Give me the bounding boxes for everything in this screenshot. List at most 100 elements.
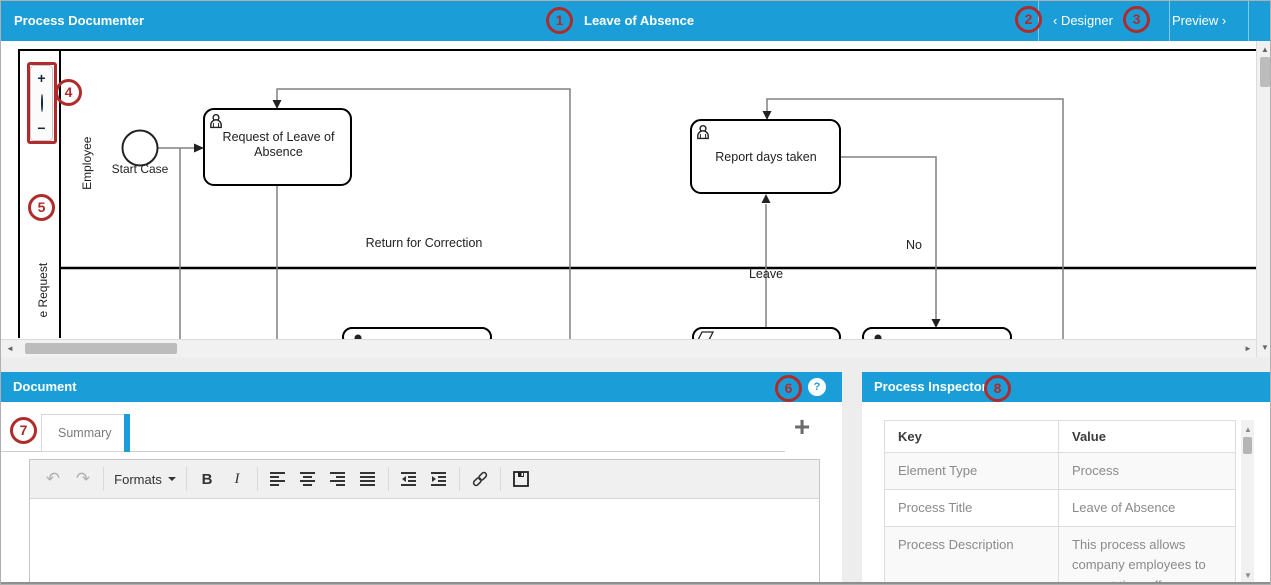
process-title: Leave of Absence	[584, 13, 695, 28]
row-value: Process	[1058, 451, 1236, 491]
canvas-vscrollbar[interactable]: ▲ ▼	[1256, 41, 1270, 357]
inspector-scroll-thumb[interactable]	[1243, 437, 1252, 454]
start-event-label: Start Case	[111, 162, 169, 176]
formats-dropdown[interactable]: Formats	[109, 465, 181, 493]
user-task-icon	[874, 334, 882, 339]
editor-content[interactable]	[30, 499, 819, 583]
align-justify-button[interactable]	[353, 465, 383, 493]
lane-label-employee: Employee	[79, 136, 94, 190]
canvas-hscrollbar[interactable]: ◄ ►	[1, 339, 1256, 357]
top-header-bar: Process Documenter Leave of Absence ‹ De…	[1, 1, 1270, 41]
table-row: Process Title Leave of Absence	[884, 489, 1236, 528]
flow-label-leave: Leave	[748, 267, 784, 281]
partial-task-node[interactable]	[342, 327, 492, 339]
designer-link[interactable]: ‹ Designer	[1053, 13, 1113, 28]
annotation-2: 2	[1015, 6, 1042, 33]
row-value: This process allows company employees to…	[1058, 526, 1236, 584]
arrowhead	[931, 319, 941, 328]
table-header-row: Key Value	[884, 420, 1236, 453]
bpmn-diagram	[18, 49, 1256, 339]
scroll-right-icon[interactable]: ►	[1244, 344, 1252, 353]
document-panel-header: Document	[1, 372, 842, 402]
annotation-5: 5	[28, 194, 55, 221]
row-value: Leave of Absence	[1058, 489, 1236, 528]
inspector-panel-title: Process Inspector	[874, 379, 987, 394]
column-header-value: Value	[1058, 420, 1236, 453]
toolbar-separator	[186, 467, 187, 491]
column-header-key: Key	[884, 420, 1059, 453]
table-row: Element Type Process	[884, 451, 1236, 491]
indent-button[interactable]	[424, 465, 454, 493]
row-key: Process Description	[884, 526, 1059, 584]
flow-return-for-correction[interactable]	[276, 88, 571, 339]
outdent-icon	[401, 472, 416, 486]
annotation-6: 6	[775, 375, 802, 402]
scroll-up-icon[interactable]: ▲	[1261, 45, 1269, 54]
tab-summary[interactable]: Summary	[41, 414, 130, 452]
app-title: Process Documenter	[14, 13, 145, 28]
indent-icon	[431, 472, 446, 486]
flow-loop-to-report[interactable]	[766, 98, 1064, 339]
row-key: Element Type	[884, 451, 1059, 491]
scroll-up-icon[interactable]: ▲	[1244, 425, 1252, 434]
arrowhead	[761, 194, 771, 203]
zoom-out-button[interactable]: −	[37, 120, 46, 136]
tabstrip-border	[1, 451, 785, 452]
document-panel-title: Document	[13, 379, 77, 394]
flow-label-return: Return for Correction	[365, 236, 483, 250]
scroll-down-icon[interactable]: ▼	[1261, 343, 1269, 352]
redo-button[interactable]: ↷	[75, 469, 91, 488]
toolbar-separator	[257, 467, 258, 491]
partial-task-node[interactable]	[692, 327, 841, 339]
help-icon[interactable]: ?	[808, 378, 826, 396]
partial-task-node[interactable]	[862, 327, 1012, 339]
align-center-button[interactable]	[293, 465, 323, 493]
scroll-down-icon[interactable]: ▼	[1244, 571, 1252, 580]
pool-label: e Request	[35, 262, 50, 318]
task-report-label: Report days taken	[715, 150, 817, 164]
header-separator	[1248, 1, 1249, 41]
tab-active-indicator	[124, 414, 130, 452]
scroll-left-icon[interactable]: ◄	[6, 344, 14, 353]
annotation-1: 1	[546, 7, 573, 34]
vscroll-thumb[interactable]	[1260, 57, 1270, 87]
zoom-controls: + −	[30, 65, 53, 141]
inspector-table: Key Value Element Type Process Process T…	[884, 420, 1236, 584]
link-icon	[472, 471, 488, 487]
align-right-icon	[330, 472, 345, 486]
rich-text-editor: ↶ ↷ Formats B I	[29, 459, 820, 584]
task-report-node[interactable]	[690, 119, 841, 194]
save-button[interactable]	[506, 465, 536, 493]
annotation-4: 4	[55, 79, 82, 106]
annotation-3: 3	[1123, 6, 1150, 33]
toolbar-separator	[459, 467, 460, 491]
task-request-label: Request of Leave of Absence	[222, 130, 335, 159]
row-key: Process Title	[884, 489, 1059, 528]
add-tab-button[interactable]: +	[793, 411, 811, 442]
script-task-icon	[697, 331, 715, 339]
toolbar-separator	[500, 467, 501, 491]
hscroll-thumb[interactable]	[25, 343, 177, 354]
table-row: Process Description This process allows …	[884, 526, 1236, 584]
preview-link[interactable]: Preview ›	[1172, 13, 1227, 28]
toolbar-separator	[388, 467, 389, 491]
outdent-button[interactable]	[394, 465, 424, 493]
flow-no[interactable]	[840, 156, 937, 319]
zoom-in-button[interactable]: +	[37, 70, 46, 86]
undo-button[interactable]: ↶	[45, 469, 61, 488]
annotation-7: 7	[10, 417, 37, 444]
align-left-button[interactable]	[263, 465, 293, 493]
italic-button[interactable]: I	[234, 470, 240, 487]
bold-button[interactable]: B	[201, 470, 213, 488]
task-request-node[interactable]	[203, 108, 352, 186]
start-event-node[interactable]	[121, 129, 159, 167]
bpmn-canvas[interactable]: e Request Employee Start Case Request of…	[1, 41, 1256, 339]
toolbar-separator	[103, 467, 104, 491]
align-right-button[interactable]	[323, 465, 353, 493]
inspector-scrollbar[interactable]: ▲ ▼	[1241, 420, 1254, 584]
header-separator	[1169, 1, 1170, 41]
link-button[interactable]	[465, 465, 495, 493]
window-bottom-edge	[1, 582, 1270, 584]
align-justify-icon	[360, 472, 375, 486]
